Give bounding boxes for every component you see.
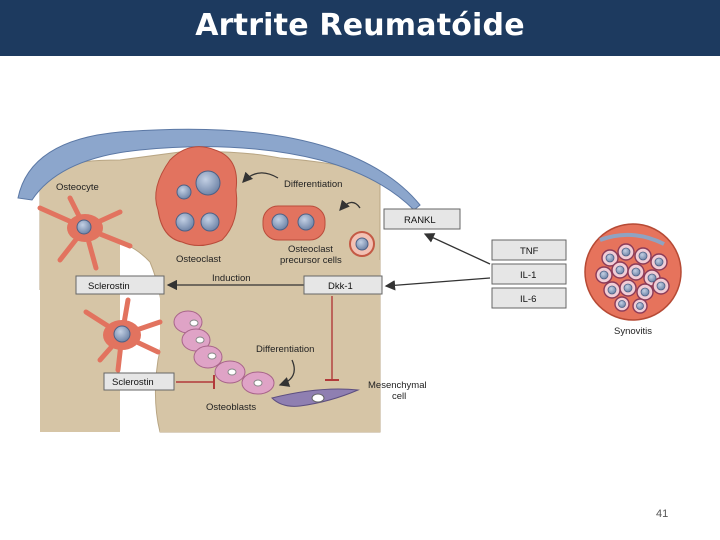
osteocyte-lower-cell: [83, 297, 163, 373]
arrow-differentiation-top: [242, 171, 279, 183]
label-differentiation-top: Differentiation: [284, 179, 342, 190]
osteoblasts-chain: [173, 310, 275, 395]
dkk1-box: [303, 275, 383, 295]
label-il6: IL-6: [520, 294, 536, 305]
osteoclast-precursor-cells: [262, 205, 375, 257]
label-differentiation-bottom: Differentiation: [256, 344, 314, 355]
label-precursor-line1: Osteoclast: [288, 244, 333, 255]
arrow-to-rankl: [423, 233, 491, 265]
label-precursor-line2: precursor cells: [280, 255, 342, 266]
tnf-box: [491, 239, 567, 261]
label-il1: IL-1: [520, 270, 536, 281]
label-sclerostin-bottom: Sclerostin: [112, 377, 154, 388]
osteoclast-cell: [155, 146, 238, 246]
cartilage-layer: [17, 128, 421, 211]
page-title: Artrite Reumatóide: [195, 8, 525, 43]
label-mesenchymal-line1: Mesenchymal: [368, 380, 427, 391]
sclerostin-bottom-box: [103, 372, 175, 391]
label-mesenchymal-line2: cell: [392, 391, 406, 402]
arrow-to-dkk1: [384, 277, 491, 291]
synovitis-tissue: [584, 223, 682, 321]
osteocyte-cell: [37, 195, 133, 271]
label-dkk1: Dkk-1: [328, 281, 353, 292]
label-induction: Induction: [212, 273, 251, 284]
title-bar: [0, 0, 720, 56]
il1-box: [491, 263, 567, 285]
label-sclerostin-top: Sclerostin: [88, 281, 130, 292]
label-osteocyte: Osteocyte: [56, 182, 99, 193]
arrow-differentiation-bottom: [278, 359, 295, 387]
label-tnf: TNF: [520, 246, 539, 257]
arrow-precursor: [339, 199, 361, 211]
label-synovitis: Synovitis: [614, 326, 652, 337]
label-osteoclast: Osteoclast: [176, 254, 221, 265]
label-rankl: RANKL: [404, 215, 436, 226]
page-number: 41: [656, 508, 669, 520]
rankl-box: [383, 208, 461, 230]
sclerostin-top-box: [75, 275, 165, 295]
il6-box: [491, 287, 567, 309]
label-osteoblasts: Osteoblasts: [206, 402, 256, 413]
